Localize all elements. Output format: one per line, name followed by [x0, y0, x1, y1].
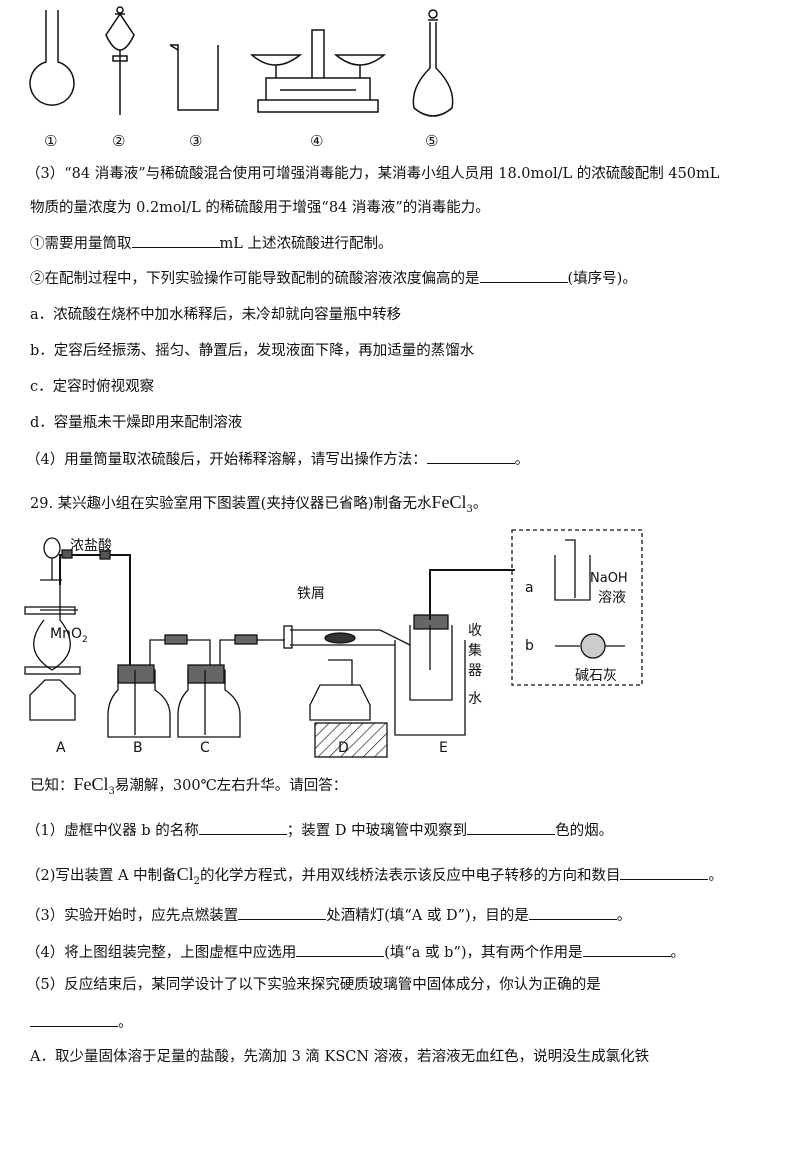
optional-device-dashed-box — [511, 529, 643, 686]
part-text: （2)写出装置 A 中制备 — [26, 868, 177, 884]
q4-text: （4）用量筒量取浓硫酸后，开始稀释溶解，请写出操作方法： — [26, 452, 427, 468]
apparatus-label: ⑤ — [425, 132, 439, 150]
answer-blank[interactable] — [131, 233, 220, 248]
answer-blank[interactable] — [238, 905, 327, 920]
subscript: 3 — [108, 785, 115, 797]
device-e — [394, 569, 515, 736]
label-water: 水 — [468, 691, 482, 707]
q29-part3: （3）实验开始时，应先点燃装置 处酒精灯(填“A 或 D”)，目的是 。 — [26, 905, 631, 926]
part-text: 。 — [670, 945, 686, 961]
q3-sub2: ②在配制过程中，下列实验操作可能导致配制的硫酸溶液浓度偏高的是 (填序号)。 — [30, 268, 637, 289]
formula: FeCl — [431, 492, 467, 512]
label-mno2: MnO2 — [50, 626, 88, 645]
q4: （4）用量筒量取浓硫酸后，开始稀释溶解，请写出操作方法： 。 — [26, 449, 529, 470]
known-info: 已知：FeCl3易潮解，300℃左右升华。请回答： — [30, 774, 347, 802]
label-hcl: 浓盐酸 — [70, 538, 112, 554]
device-a — [24, 537, 131, 721]
q29-part4: （4）将上图组装完整，上图虚框中应选用 (填“a 或 b”)，其有两个作用是 。 — [26, 942, 685, 963]
part-text: 的化学方程式，并用双线桥法表示该反应中电子转移的方向和数目 — [199, 868, 621, 884]
label-iron: 铁屑 — [297, 586, 325, 602]
answer-blank[interactable] — [30, 1012, 118, 1027]
q3-sub1: ①需要用量筒取 mL 上述浓硫酸进行配制。 — [30, 233, 393, 254]
balance-icon — [249, 29, 387, 113]
apparatus-label: ② — [112, 132, 126, 150]
soda-lime-tube — [555, 633, 625, 659]
q4-text: 。 — [514, 452, 530, 468]
formula: Cl — [176, 864, 194, 884]
apparatus-label: ④ — [310, 132, 324, 150]
q29-title: 29. 某兴趣小组在实验室用下图装置(夹持仪器已省略)制备无水FeCl3。 — [30, 492, 487, 520]
option-c: c．定容时俯视观察 — [30, 379, 155, 395]
separatory-funnel-icon — [105, 6, 135, 115]
part-text: (填“a 或 b”)，其有两个作用是 — [384, 945, 583, 961]
beaker-icon — [169, 44, 219, 111]
q3-sub1-text: ①需要用量筒取 — [30, 236, 132, 252]
part-text: （4）将上图组装完整，上图虚框中应选用 — [26, 945, 297, 961]
known-text: 易潮解，300℃左右升华。请回答： — [114, 778, 348, 794]
apparatus-row — [29, 6, 454, 117]
answer-blank[interactable] — [296, 942, 385, 957]
answer-blank[interactable] — [528, 905, 617, 920]
subscript: 3 — [466, 503, 473, 515]
answer-blank[interactable] — [479, 268, 568, 283]
answer-blank[interactable] — [467, 820, 556, 835]
volumetric-flask-icon — [412, 9, 454, 117]
device-label: E — [439, 740, 448, 756]
option-b: b．定容后经振荡、摇匀、静置后，发现液面下降，再加适量的蒸馏水 — [30, 343, 475, 359]
answer-blank[interactable] — [198, 820, 287, 835]
part-text: 。 — [708, 868, 723, 884]
q3-sub1-text: mL 上述浓硫酸进行配制。 — [219, 236, 393, 252]
device-c — [177, 634, 285, 738]
part-text: 。 — [616, 908, 632, 924]
option-d: d．容量瓶未干燥即用来配制溶液 — [30, 415, 243, 431]
naoh-beaker — [554, 539, 591, 601]
apparatus-label: ③ — [189, 132, 203, 150]
q29-title-text: 。 — [472, 496, 488, 512]
device-d — [283, 625, 411, 758]
label-soda-lime: 碱石灰 — [575, 668, 617, 684]
round-bottom-flask-icon — [29, 10, 75, 106]
device-label: C — [200, 740, 210, 756]
label-solution: 溶液 — [598, 590, 626, 606]
option-a: a．浓硫酸在烧杯中加水稀释后，未冷却就向容量瓶中转移 — [30, 307, 402, 323]
q3-intro-line1: （3）“84 消毒液”与稀硫酸混合使用可增强消毒能力，某消毒小组人员用 18.0… — [26, 166, 720, 182]
label-naoh: NaOH — [590, 571, 628, 586]
q29-part2: （2)写出装置 A 中制备Cl2的化学方程式，并用双线桥法表示该反应中电子转移的… — [26, 864, 723, 892]
part-text: （1）虚框中仪器 b 的名称 — [26, 823, 199, 839]
part-text: 处酒精灯(填“A 或 D”)，目的是 — [326, 908, 529, 924]
device-label: D — [338, 740, 349, 756]
subscript: 2 — [193, 875, 200, 887]
experiment-apparatus-diagram: 浓盐酸 MnO2 铁屑 收 集 器 水 a b NaOH 溶液 碱石灰 A B … — [24, 529, 643, 758]
formula: FeCl — [73, 774, 109, 794]
device-label: A — [56, 740, 66, 756]
q29-title-text: 29. 某兴趣小组在实验室用下图装置(夹持仪器已省略)制备无水 — [30, 496, 432, 512]
q3-sub2-text: (填序号)。 — [567, 271, 637, 287]
label-collector: 集 — [468, 642, 482, 659]
q29-part5-answer: 。 — [30, 1012, 133, 1033]
part-text: （3）实验开始时，应先点燃装置 — [26, 908, 239, 924]
known-text: 已知： — [30, 778, 74, 794]
answer-blank[interactable] — [426, 449, 515, 464]
device-b — [107, 634, 211, 738]
part-text: ；装置 D 中玻璃管中观察到 — [286, 823, 468, 839]
label-collector: 收 — [468, 623, 482, 639]
part-text: 。 — [118, 1015, 133, 1031]
answer-blank[interactable] — [620, 865, 709, 880]
q29-part5: （5）反应结束后，某同学设计了以下实验来探究硬质玻璃管中固体成分，你认为正确的是 — [26, 977, 601, 993]
part-text: 色的烟。 — [555, 823, 614, 839]
label-a: a — [525, 580, 534, 596]
label-b: b — [525, 638, 534, 654]
label-collector: 器 — [468, 663, 482, 679]
apparatus-label: ① — [44, 132, 58, 150]
q29-option-a: A．取少量固体溶于足量的盐酸，先滴加 3 滴 KSCN 溶液，若溶液无血红色，说… — [30, 1049, 650, 1065]
device-label: B — [133, 740, 143, 756]
q29-part1: （1）虚框中仪器 b 的名称 ；装置 D 中玻璃管中观察到 色的烟。 — [26, 820, 613, 841]
answer-blank[interactable] — [582, 942, 671, 957]
q3-sub2-text: ②在配制过程中，下列实验操作可能导致配制的硫酸溶液浓度偏高的是 — [30, 271, 480, 287]
q3-intro-line2: 物质的量浓度为 0.2mol/L 的稀硫酸用于增强“84 消毒液”的消毒能力。 — [30, 200, 490, 216]
